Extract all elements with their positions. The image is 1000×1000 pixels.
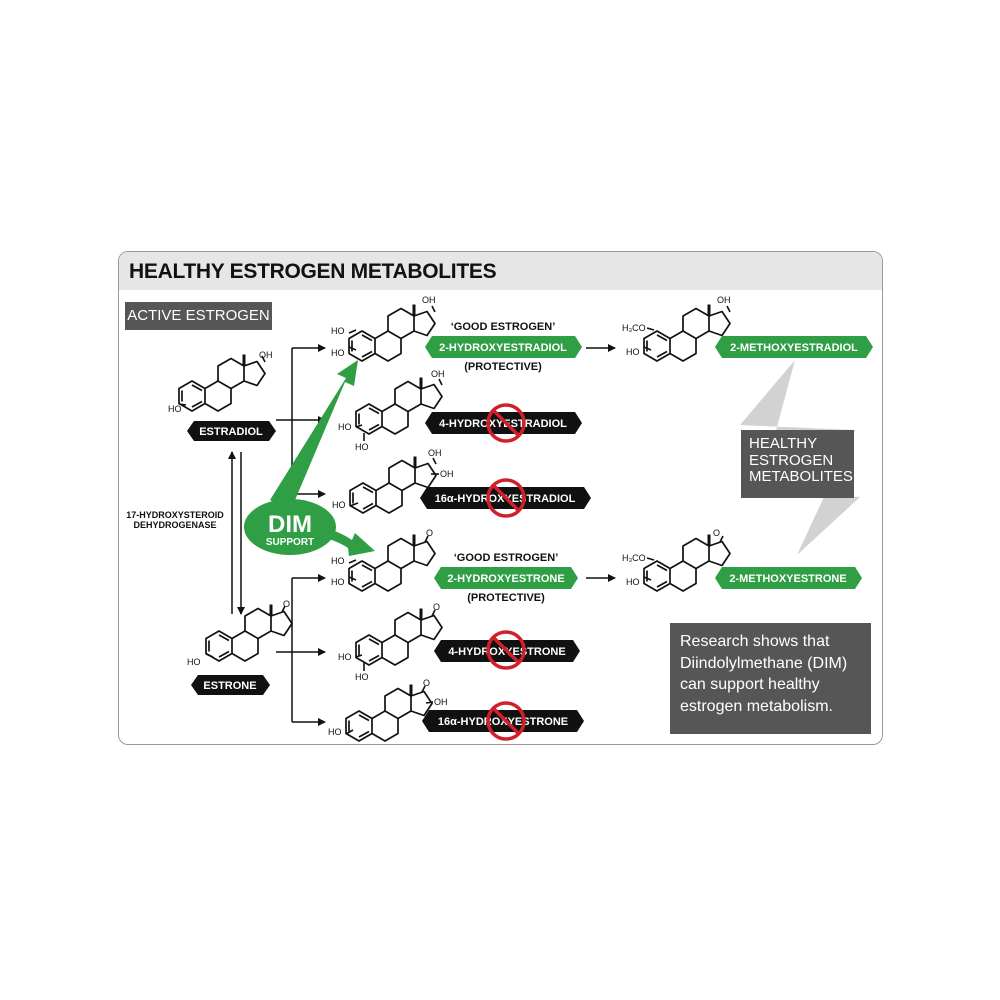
atom-label: O (713, 528, 720, 538)
atom-label: HO (187, 657, 201, 667)
prohibition-icon (486, 403, 526, 443)
good-estrogen-label: ‘GOOD ESTROGEN’ (454, 552, 559, 564)
methoxyestradiol-2-structure (642, 303, 732, 363)
hydroxyestrone-16a-structure (344, 683, 434, 743)
dim-support-label: SUPPORT (266, 537, 314, 548)
enzyme-label-line2: DEHYDROGENASE (133, 520, 216, 530)
diagram-frame: HEALTHY ESTROGEN METABOLITES (118, 251, 883, 745)
hydroxyestradiol-2-tag: 2-HYDROXYESTRADIOL (439, 342, 567, 354)
atom-label: OH (422, 295, 436, 305)
atom-label: O (433, 602, 440, 612)
atom-label: HO (338, 652, 352, 662)
atom-label: HO (168, 404, 182, 414)
atom-label: OH (434, 697, 448, 707)
atom-label: O (423, 678, 430, 688)
protective-label: (PROTECTIVE) (464, 361, 542, 373)
active-estrogen-label: ACTIVE ESTROGEN (125, 302, 272, 330)
hydroxyestradiol-16a-structure (348, 455, 438, 515)
atom-label: HO (331, 556, 345, 566)
hydroxyestrone-4-structure (354, 607, 444, 667)
prohibition-icon (486, 478, 526, 518)
atom-label: HO (331, 326, 345, 336)
estrone-tag: ESTRONE (203, 680, 256, 692)
hydroxyestrone-16a-tag: 16α-HYDROXYESTRONE (438, 716, 568, 728)
atom-label: OH (428, 448, 442, 458)
atom-label: OH (259, 350, 273, 360)
hydroxyestradiol-4-tag: 4-HYDROXYESTRADIOL (439, 418, 567, 430)
atom-label: OH (717, 295, 731, 305)
estradiol-structure (177, 353, 267, 413)
atom-label: HO (328, 727, 342, 737)
estradiol-tag: ESTRADIOL (199, 426, 263, 438)
protective-label: (PROTECTIVE) (467, 592, 545, 604)
atom-label: HO (626, 347, 640, 357)
methoxyestradiol-2-tag: 2-METHOXYESTRADIOL (730, 342, 858, 354)
atom-label: HO (332, 500, 346, 510)
atom-label: O (426, 528, 433, 538)
atom-label: OH (440, 469, 454, 479)
methoxyestrone-2-tag: 2-METHOXYESTRONE (729, 573, 846, 585)
enzyme-label-line1: 17-HYDROXYSTEROID (126, 510, 224, 520)
prohibition-icon (486, 701, 526, 741)
atom-label: HO (355, 442, 369, 452)
atom-label: H₃CO (622, 323, 646, 333)
dim-label: DIM (268, 511, 312, 538)
atom-label: HO (355, 672, 369, 682)
hydroxyestradiol-2-structure (347, 303, 437, 363)
research-note: Research shows that Diindolylmethane (DI… (670, 623, 871, 734)
atom-label: HO (338, 422, 352, 432)
healthy-metabolites-label: HEALTHY ESTROGEN METABOLITES (741, 430, 854, 498)
atom-label: OH (431, 369, 445, 379)
atom-label: HO (331, 348, 345, 358)
atom-label: HO (331, 577, 345, 587)
prohibition-icon (486, 630, 526, 670)
atom-label: H₃CO (622, 553, 646, 563)
good-estrogen-label: ‘GOOD ESTROGEN’ (451, 321, 556, 333)
page-title: HEALTHY ESTROGEN METABOLITES (129, 260, 497, 283)
methoxyestrone-2-structure (642, 533, 732, 593)
dim-arrow-up (270, 360, 358, 512)
dim-badge (244, 499, 336, 555)
atom-label: HO (626, 577, 640, 587)
hydroxyestrone-2-tag: 2-HYDROXYESTRONE (447, 573, 564, 585)
header-band (119, 252, 882, 290)
atom-label: O (283, 599, 290, 609)
